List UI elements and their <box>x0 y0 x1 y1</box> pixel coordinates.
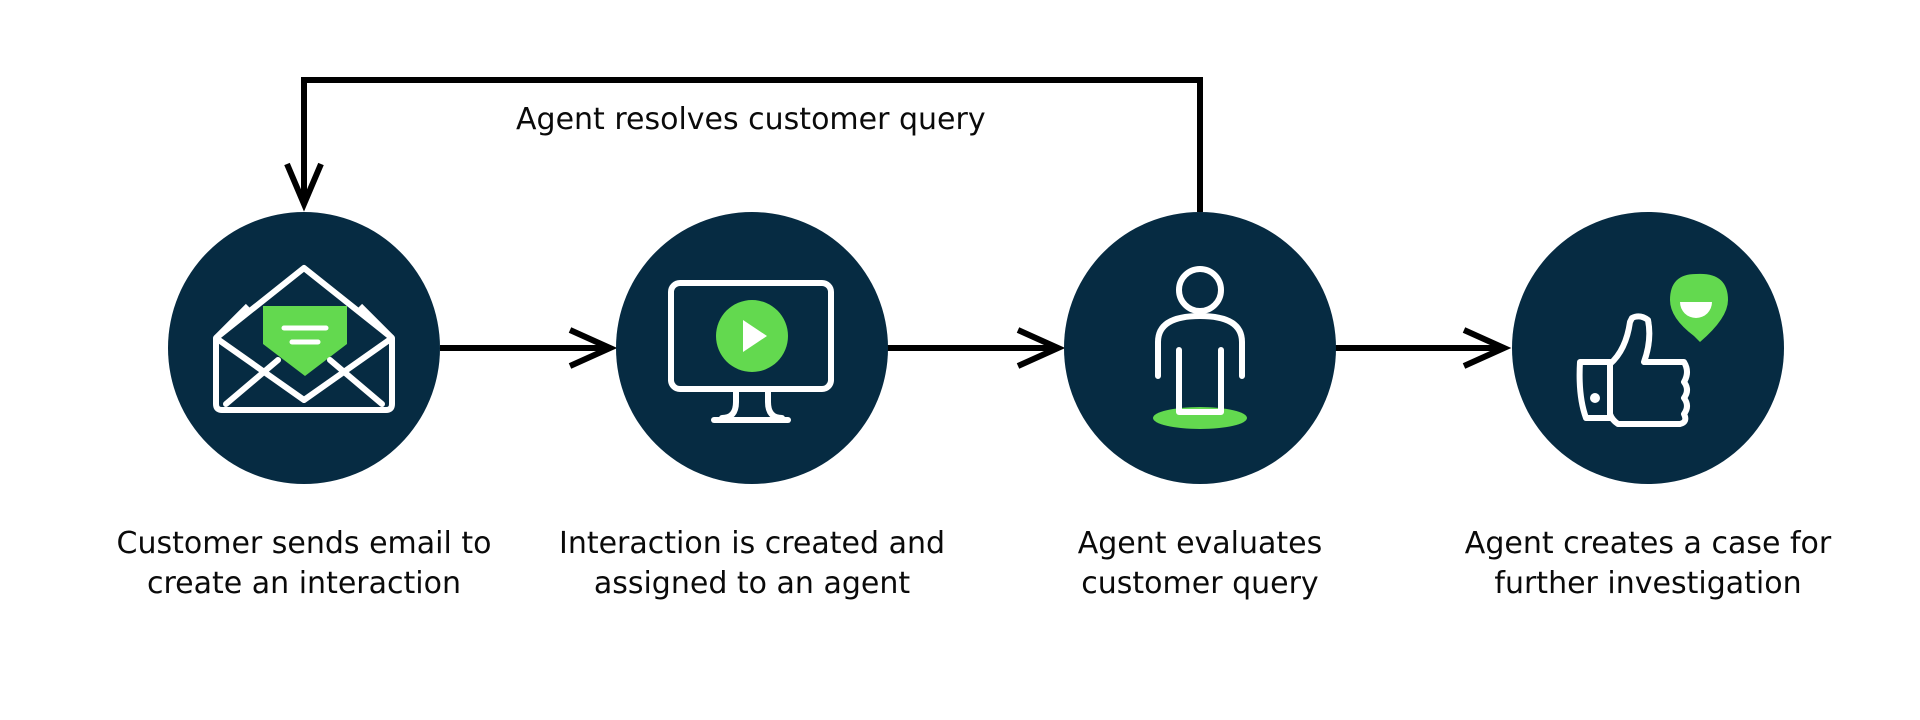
step-1-label-line-2: create an interaction <box>147 566 461 601</box>
step-4-label: Agent creates a case for further investi… <box>1428 524 1868 604</box>
loop-label: Agent resolves customer query <box>516 102 986 137</box>
step-2-label-line-1: Interaction is created and <box>558 526 946 561</box>
step-4-node <box>1512 212 1784 484</box>
step-2-label-line-2: assigned to an agent <box>593 566 911 601</box>
arrow-3-to-4 <box>1334 327 1512 369</box>
loop-line <box>301 77 1203 212</box>
loop-connector <box>284 77 1203 212</box>
step-1-label: Customer sends email to create an intera… <box>84 524 524 604</box>
arrow-2-to-3 <box>886 327 1066 369</box>
arrow-1-to-2 <box>440 327 618 369</box>
step-1-label-line-1: Customer sends email to <box>116 526 492 561</box>
step-3-label: Agent evaluates customer query <box>980 524 1420 604</box>
monitor-play-icon <box>668 280 834 423</box>
step-3-node <box>1064 212 1336 484</box>
step-2-node <box>616 212 888 484</box>
step-3-label-line-1: Agent evaluates <box>1077 526 1323 561</box>
person-icon <box>1153 266 1247 429</box>
step-2-label: Interaction is created and assigned to a… <box>532 524 972 604</box>
step-4-label-line-1: Agent creates a case for <box>1464 526 1832 561</box>
envelope-icon <box>213 265 395 413</box>
step-1-node <box>168 212 440 484</box>
loop-arrowhead <box>284 162 324 212</box>
step-3-label-line-2: customer query <box>1081 566 1319 601</box>
thumbs-up-icon <box>1576 273 1728 427</box>
step-4-label-line-2: further investigation <box>1494 566 1802 601</box>
forward-arrows <box>440 327 1512 369</box>
